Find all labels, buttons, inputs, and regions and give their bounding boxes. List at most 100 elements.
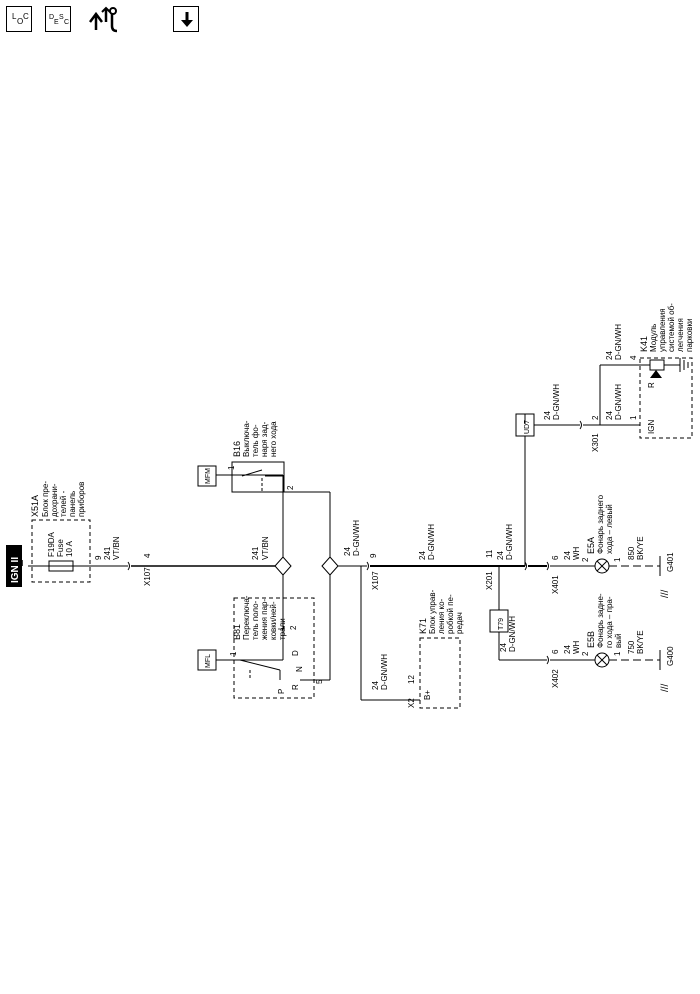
svg-text:24: 24 — [543, 411, 552, 420]
svg-text:9: 9 — [94, 555, 103, 560]
svg-text:R: R — [291, 684, 300, 690]
wire-x401: 24 WH — [563, 546, 581, 560]
svg-text:9: 9 — [369, 553, 378, 558]
wire-x301: 24 D-GN/WH — [605, 384, 623, 420]
svg-text:E5B: E5B — [586, 631, 596, 648]
svg-text:D-GN/WH: D-GN/WH — [380, 654, 389, 690]
svg-text:F19DA: F19DA — [47, 531, 56, 557]
fuse-f19da: F19DA Fuse 10 A — [47, 531, 74, 557]
svg-text:D-GN/WH: D-GN/WH — [352, 520, 361, 556]
wire-dgnwh-2: 24 D-GN/WH — [418, 524, 436, 560]
svg-text:хода – левый: хода – левый — [605, 504, 614, 554]
svg-text:24: 24 — [605, 351, 614, 360]
svg-text:легчения: легчения — [676, 318, 685, 352]
svg-text:R: R — [647, 382, 656, 388]
svg-text:VT/BN: VT/BN — [112, 536, 121, 560]
svg-text:24: 24 — [563, 645, 572, 654]
svg-text:Блок управ-: Блок управ- — [428, 589, 437, 634]
mfl-label: MFL — [205, 654, 212, 668]
svg-text:24: 24 — [343, 547, 352, 556]
svg-text:6: 6 — [551, 649, 560, 654]
svg-text:1: 1 — [613, 557, 622, 562]
connector-x201-11: X201 11 — [485, 549, 494, 590]
svg-text:D: D — [291, 650, 300, 656]
mfm-label: MFM — [205, 468, 212, 484]
svg-text:управления: управления — [658, 308, 667, 352]
svg-text:ления ко-: ления ко- — [437, 598, 446, 634]
g401-ground-icon: /// — [660, 589, 671, 598]
connector-x301: X301 2 — [591, 415, 600, 452]
svg-text:O: O — [17, 17, 23, 26]
svg-text:E: E — [54, 19, 59, 26]
svg-text:Fuse: Fuse — [56, 539, 65, 557]
svg-text:1: 1 — [227, 465, 236, 470]
wire-k71: 24 D-GN/WH — [371, 654, 389, 690]
svg-text:X402: X402 — [551, 669, 560, 688]
loc-icon: L O C — [12, 12, 29, 26]
svg-text:X301: X301 — [591, 433, 600, 452]
svg-text:Фонарь заднего: Фонарь заднего — [596, 494, 605, 554]
svg-text:D-GN/WH: D-GN/WH — [552, 384, 561, 420]
svg-text:D-GN/WH: D-GN/WH — [427, 524, 436, 560]
svg-text:11: 11 — [485, 549, 494, 558]
b81-switch: B81 Переключа- тель поло- жения пар- ков… — [229, 595, 324, 694]
loc-button[interactable]: L O C — [6, 6, 32, 32]
svg-text:L: L — [12, 12, 17, 21]
svg-text:парковки: парковки — [685, 319, 694, 353]
svg-text:WH: WH — [572, 546, 581, 560]
svg-text:Фонарь задне-: Фонарь задне- — [596, 593, 605, 648]
svg-text:24: 24 — [496, 551, 505, 560]
e5b-lamp: E5B Фонарь задне- го хода – пра- вый 2 1 — [581, 593, 623, 656]
svg-text:K71: K71 — [418, 618, 428, 634]
svg-text:2: 2 — [591, 415, 600, 420]
connector-x107-9: X107 9 — [369, 553, 380, 590]
g400-label: G400 — [666, 646, 675, 666]
svg-text:BK/YE: BK/YE — [636, 630, 645, 654]
connector-x402: X402 6 — [551, 649, 560, 688]
wire-vtbn-2: 241 VT/BN — [251, 536, 270, 560]
svg-text:вый: вый — [614, 634, 623, 648]
svg-text:241: 241 — [103, 546, 112, 560]
svg-text:2: 2 — [286, 485, 295, 490]
svg-text:D-GN/WH: D-GN/WH — [505, 524, 514, 560]
svg-text:S: S — [59, 14, 64, 21]
svg-text:E5A: E5A — [586, 537, 596, 554]
svg-text:трали: трали — [278, 618, 287, 640]
svg-text:24: 24 — [563, 551, 572, 560]
svg-text:24: 24 — [605, 411, 614, 420]
wire-ud7: 24 D-GN/WH — [543, 384, 561, 420]
svg-text:тель поло-: тель поло- — [251, 600, 260, 640]
desc-button[interactable]: D E S C — [45, 6, 71, 32]
svg-text:приборов: приборов — [77, 482, 86, 517]
svg-text:4: 4 — [143, 553, 152, 558]
desc-icon: D E S C — [49, 14, 69, 26]
svg-text:5: 5 — [315, 679, 324, 684]
svg-text:B16: B16 — [232, 441, 242, 457]
svg-text:Модуль: Модуль — [649, 324, 658, 352]
download-button[interactable] — [173, 6, 199, 32]
wire-k41: 24 D-GN/WH — [605, 324, 623, 360]
svg-text:го хода – пра-: го хода – пра- — [605, 596, 614, 648]
diagnostics-icon — [89, 6, 118, 33]
svg-text:D-GN/WH: D-GN/WH — [614, 384, 623, 420]
svg-text:Блок пре-: Блок пре- — [41, 481, 50, 517]
svg-text:C: C — [23, 12, 29, 21]
svg-text:D-GN/WH: D-GN/WH — [508, 616, 517, 652]
diagnostics-button[interactable] — [86, 4, 122, 34]
svg-text:1: 1 — [613, 651, 622, 656]
svg-text:робкой пе-: робкой пе- — [446, 594, 455, 634]
svg-text:4: 4 — [629, 355, 638, 360]
svg-text:10 A: 10 A — [65, 540, 74, 557]
svg-text:X107: X107 — [143, 567, 152, 586]
svg-text:750: 750 — [627, 640, 636, 654]
svg-text:850: 850 — [627, 546, 636, 560]
connector-x107-4: X107 4 — [143, 553, 152, 586]
svg-text:X107: X107 — [371, 571, 380, 590]
wire-t79: 24 D-GN/WH — [499, 616, 517, 652]
svg-text:WH: WH — [572, 640, 581, 654]
svg-text:ковки/ней-: ковки/ней- — [269, 601, 278, 640]
svg-text:P: P — [277, 689, 286, 694]
svg-text:X401: X401 — [551, 575, 560, 594]
wire-dgnwh-1: 24 D-GN/WH — [343, 520, 361, 556]
svg-text:системой об-: системой об- — [667, 303, 676, 352]
